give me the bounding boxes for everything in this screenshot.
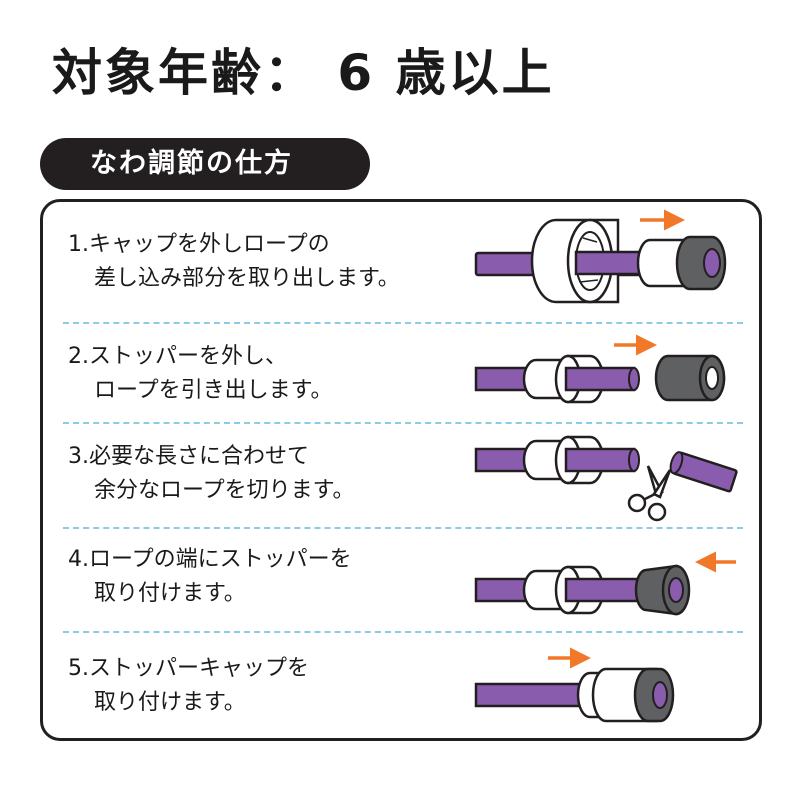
step-2-text: 2.ストッパーを外し、 ロープを引き出します。 [68,340,332,408]
step-4-text: 4.ロープの端にストッパーを 取り付けます。 [68,543,352,611]
step-3-text: 3.必要な長さに合わせて 余分なロープを切ります。 [68,440,354,508]
step-line1: 必要な長さに合わせて [89,444,310,469]
divider [63,322,743,324]
step-number: 3. [68,444,89,469]
step-line2: 取り付けます。 [94,690,246,715]
step-line1: キャップを外しロープの [89,232,330,257]
divider [63,631,743,633]
step-4-illustration [474,551,736,616]
step-5-text: 5.ストッパーキャップを 取り付けます。 [68,652,309,720]
scissors-icon [627,465,672,522]
age-title: 対象年齢： 6 歳以上 [52,44,555,102]
step-line2: 差し込み部分を取り出します。 [94,266,400,291]
divider [63,527,743,529]
section-title: なわ調節の仕方 [40,138,370,190]
step-3-illustration [474,435,738,522]
step-5-illustration [474,647,675,723]
step-line2: ロープを引き出します。 [94,378,333,403]
divider [63,422,743,424]
step-number: 1. [68,232,89,257]
step-line2: 取り付けます。 [94,581,246,606]
step-1-illustration [474,209,727,304]
step-line1: ストッパーキャップを [89,656,310,681]
step-line2: 余分なロープを切ります。 [94,478,355,503]
step-line1: ストッパーを外し、 [89,344,288,369]
step-1-text: 1.キャップを外しロープの 差し込み部分を取り出します。 [68,228,400,296]
step-number: 4. [68,547,89,572]
step-number: 5. [68,656,89,681]
instruction-panel [40,199,762,741]
step-line1: ロープの端にストッパーを [89,547,352,572]
step-2-illustration [474,334,726,404]
step-number: 2. [68,344,89,369]
